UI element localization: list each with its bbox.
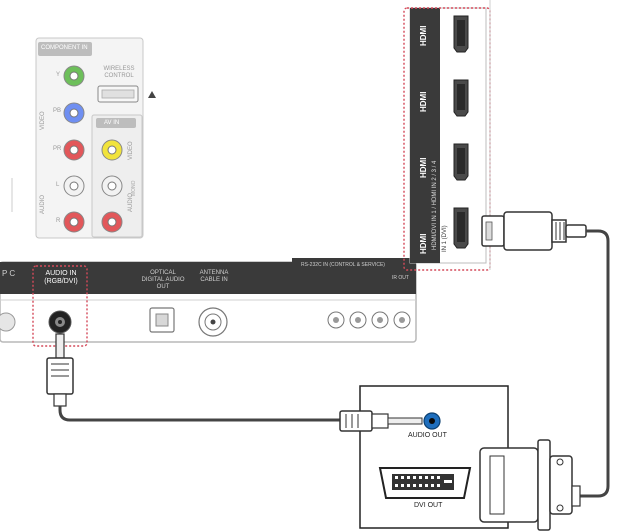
audio-plug-device	[339, 410, 423, 432]
device-audio-out-jack[interactable]	[423, 412, 441, 430]
rs232c-jack-3[interactable]	[371, 311, 389, 329]
av-video-port[interactable]	[101, 139, 123, 161]
optical-audio-label: OPTICAL DIGITAL AUDIO OUT	[141, 270, 185, 290]
device-dvi-out-label: DVI OUT	[414, 502, 443, 509]
av-audio-r-port[interactable]	[101, 211, 123, 233]
hdmi-label-3: HDMI	[419, 91, 428, 112]
wireless-control-label: WIRELESS CONTROL	[103, 66, 135, 79]
av-in-header	[96, 118, 136, 128]
component-audio-l-label: L	[56, 182, 60, 188]
device-dvi-out-port[interactable]	[378, 467, 472, 499]
device-audio-out-label: AUDIO OUT	[408, 432, 447, 439]
component-audio-r-label: R	[56, 218, 61, 224]
component-audio-r-port[interactable]	[63, 211, 85, 233]
component-pb-label: PB	[53, 108, 62, 114]
audio-in-highlight	[32, 265, 88, 347]
audio-in-rgb-dvi-label: AUDIO IN (RGB/DVI)	[44, 270, 78, 285]
optical-audio-port[interactable]	[149, 307, 175, 333]
audio-in-rgb-dvi-port[interactable]	[48, 310, 72, 334]
tv-panel-right-notch	[292, 258, 412, 294]
hdmi-label-2: HDMI	[419, 157, 428, 178]
partial-port-left	[0, 312, 16, 332]
mono-label: MONO	[131, 180, 137, 196]
hdmi-in1-label: IN 1 (DVI)	[442, 225, 448, 252]
hdmi-dvi-port-label: HDMI/DVI IN 1 / HDMI IN 2 / 3 / 4	[432, 160, 438, 250]
hdmi-dvi-cable	[572, 229, 610, 498]
audio-plug-tv	[46, 333, 74, 407]
av-audio-l-port[interactable]	[101, 175, 123, 197]
dvi-plug	[479, 439, 581, 531]
av-in-label: AV IN	[104, 120, 120, 126]
ir-out-label: IR OUT	[392, 275, 409, 281]
hdmi-port-2[interactable]	[453, 143, 469, 181]
component-y-label: Y	[56, 72, 61, 78]
hdmi-label-bar	[410, 8, 440, 263]
wireless-arrow-icon	[148, 91, 156, 98]
ir-out-jack[interactable]	[393, 311, 411, 329]
rs232c-label: RS-232C IN (CONTROL & SERVICE)	[301, 262, 385, 268]
partial-label-pc: P C	[2, 269, 16, 278]
component-y-port[interactable]	[63, 65, 85, 87]
component-pr-label: PR	[53, 146, 62, 152]
rs232c-jack-2[interactable]	[349, 311, 367, 329]
wireless-control-port[interactable]	[97, 85, 139, 103]
rs232c-jack-1[interactable]	[327, 311, 345, 329]
hdmi-port-4[interactable]	[453, 15, 469, 53]
hdmi-plug	[481, 211, 587, 251]
hdmi-port-3[interactable]	[453, 79, 469, 117]
component-audio-label: AUDIO	[40, 194, 46, 214]
hdmi-label-4: HDMI	[419, 25, 428, 46]
component-pb-port[interactable]	[63, 102, 85, 124]
audio-cable	[58, 406, 340, 422]
hdmi-label-1: HDMI	[419, 233, 428, 254]
antenna-cable-port[interactable]	[198, 307, 228, 337]
component-pr-port[interactable]	[63, 139, 85, 161]
component-in-header	[38, 42, 92, 56]
component-in-label: COMPONENT IN	[41, 45, 88, 51]
hdmi-port-1-dvi[interactable]	[453, 207, 469, 249]
antenna-cable-label: ANTENNA CABLE IN	[199, 270, 229, 283]
component-video-label: VIDEO	[40, 111, 46, 130]
component-audio-l-port[interactable]	[63, 175, 85, 197]
av-video-label: VIDEO	[128, 141, 134, 160]
